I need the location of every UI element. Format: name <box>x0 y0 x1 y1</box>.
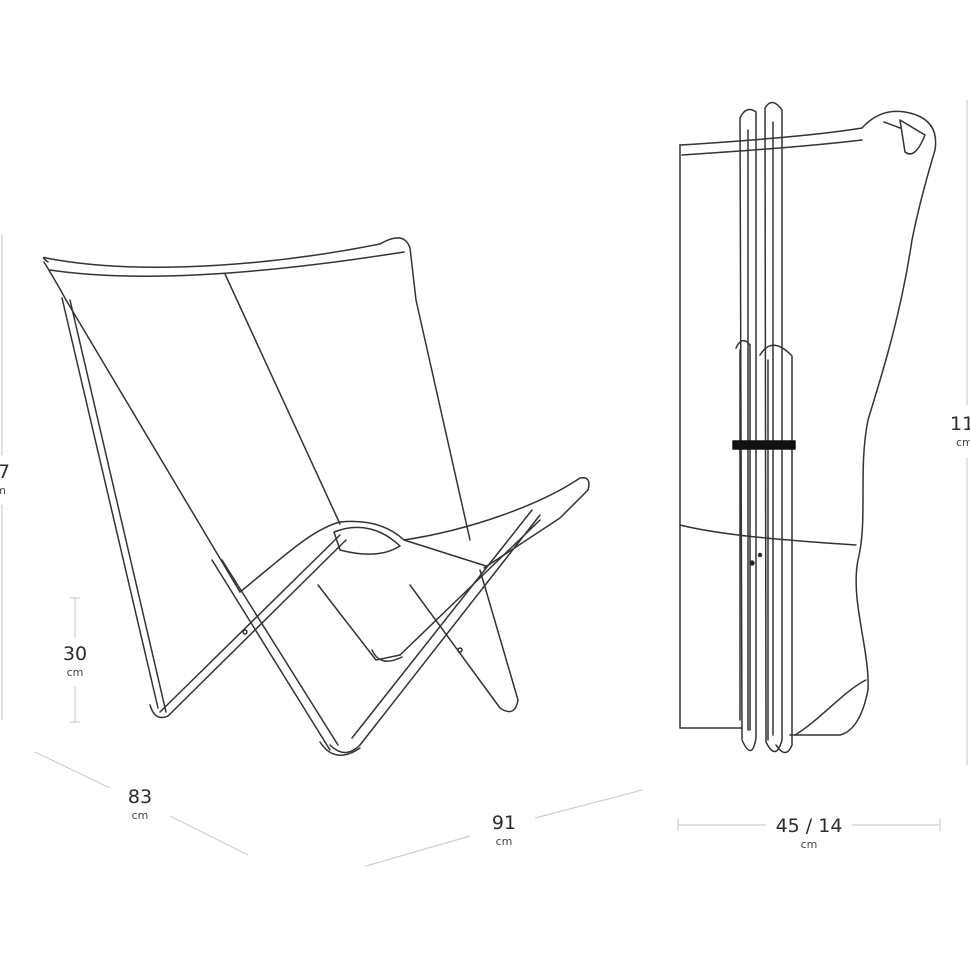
frame-tube <box>221 559 339 746</box>
height-label: 107 cm <box>0 463 10 496</box>
folded-tube-2 <box>764 101 783 753</box>
folded-height-value: 110 <box>950 413 970 435</box>
frame-left-back-leg <box>61 297 159 709</box>
depth-label: 83 cm <box>120 786 160 822</box>
folded-tube-4 <box>759 344 793 754</box>
seat-height-value: 30 <box>62 643 88 665</box>
seat-pocket <box>333 526 401 555</box>
chair-back-hem <box>49 251 405 277</box>
depth-unit: cm <box>131 809 149 822</box>
folded-fabric-right <box>679 110 937 736</box>
chair-seat <box>239 477 590 593</box>
chair-back-seam <box>224 273 341 525</box>
fabric-label <box>883 121 901 129</box>
folded-width-value: 45 / 14 <box>775 815 843 837</box>
frame-cross-a <box>159 534 341 713</box>
frame-tube <box>351 509 533 739</box>
frame-tube <box>69 299 167 713</box>
fabric-seam <box>679 524 857 546</box>
fabric-corner-patch <box>899 119 926 155</box>
folded-height-label: 110 cm <box>950 413 970 449</box>
chair-back-top <box>42 237 471 541</box>
width-value: 91 <box>491 812 517 834</box>
open-chair <box>42 237 590 756</box>
folded-strap <box>732 440 796 450</box>
fabric-hem <box>681 139 863 156</box>
foot-cap <box>319 741 361 756</box>
folded-tube-1 <box>739 108 757 752</box>
width-dim-line-b <box>534 789 643 819</box>
frame-rivet <box>242 629 248 635</box>
folded-width-label: 45 / 14 cm <box>769 815 849 851</box>
folded-tube-3 <box>735 339 751 731</box>
folded-fabric-left <box>679 144 743 729</box>
width-unit: cm <box>495 835 513 848</box>
frame-rivet <box>749 560 755 566</box>
depth-dim-line-b <box>169 815 249 856</box>
frame-rear-foot <box>317 584 401 661</box>
fabric-bottom-patch <box>794 679 867 736</box>
folded-chair <box>679 101 937 754</box>
frame-right-front-leg <box>409 569 519 713</box>
dimension-lines <box>1 100 968 867</box>
frame-cross-c <box>329 514 541 754</box>
folded-height-unit: cm <box>956 436 970 449</box>
seat-height-unit: cm <box>66 666 84 679</box>
foot-cap <box>371 649 403 662</box>
seat-edge <box>403 539 487 567</box>
frame-rivet <box>457 647 463 653</box>
height-unit: cm <box>0 485 6 496</box>
frame-tube <box>167 539 347 717</box>
chair-back-left-edge <box>43 261 241 593</box>
folded-width-unit: cm <box>800 838 818 851</box>
frame-tube <box>399 519 541 656</box>
width-label: 91 cm <box>484 812 524 848</box>
frame-rivet <box>757 552 763 558</box>
seat-height-label: 30 cm <box>55 643 95 679</box>
frame-cross-b <box>211 559 331 751</box>
depth-dim-line-a <box>34 751 111 789</box>
depth-value: 83 <box>127 786 153 808</box>
width-dim-line-a <box>365 835 471 867</box>
height-value: 107 <box>0 463 10 482</box>
foot-cap <box>149 704 169 719</box>
